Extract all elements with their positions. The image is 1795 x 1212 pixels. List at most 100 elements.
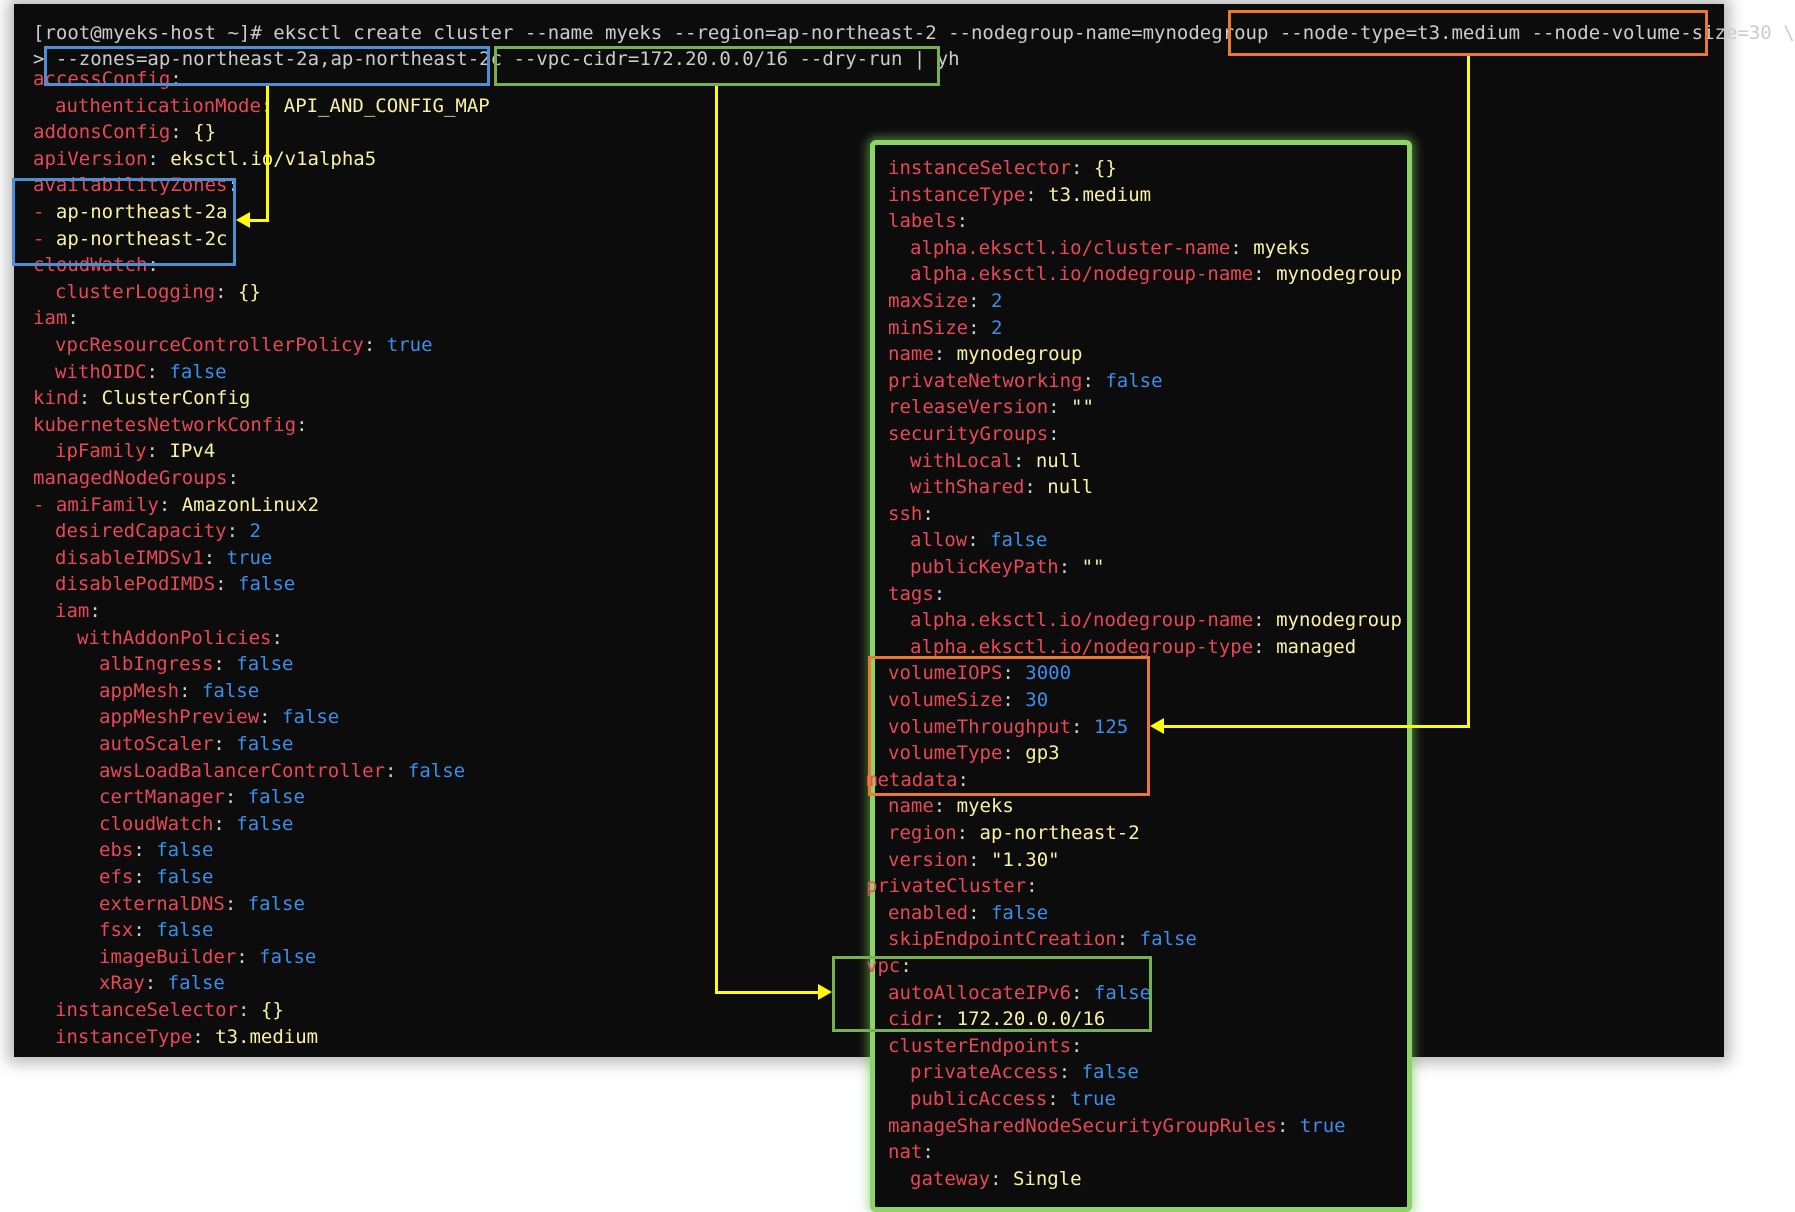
yaml-colon: : bbox=[1071, 1034, 1083, 1057]
yaml-key: instanceSelector bbox=[888, 157, 1072, 179]
yaml-key: kind bbox=[33, 387, 79, 410]
yaml-colon: : bbox=[957, 768, 969, 791]
yaml-colon: : bbox=[89, 600, 101, 622]
yaml-key: managedNodeGroups bbox=[33, 467, 228, 489]
yaml-key: withLocal bbox=[910, 449, 1013, 472]
zones-option-highlight bbox=[44, 46, 490, 86]
yaml-value: "1.30" bbox=[990, 848, 1060, 871]
yaml-line: gateway: Single bbox=[910, 1166, 1082, 1192]
yaml-line: instanceSelector: {} bbox=[55, 997, 284, 1023]
yaml-colon: : bbox=[967, 529, 991, 552]
yaml-key: region bbox=[888, 822, 957, 844]
yaml-key: cloudWatch bbox=[99, 812, 214, 835]
yaml-value: mynodegroup bbox=[1276, 609, 1402, 632]
yaml-colon: : bbox=[1253, 609, 1277, 632]
yaml-output-panel bbox=[870, 140, 1412, 1212]
yaml-value: 2 bbox=[990, 290, 1003, 312]
yaml-value: false bbox=[1105, 369, 1163, 392]
yaml-key: nat bbox=[888, 1141, 923, 1164]
yaml-line: privateAccess: false bbox=[910, 1059, 1139, 1085]
yaml-colon: : bbox=[933, 582, 946, 605]
volume-settings-highlight bbox=[868, 656, 1150, 796]
yaml-key: clusterEndpoints bbox=[888, 1034, 1072, 1057]
yaml-key: vpc bbox=[866, 955, 901, 977]
yaml-colon: : bbox=[1002, 742, 1026, 765]
yaml-colon: : bbox=[146, 440, 170, 463]
yaml-colon: : bbox=[968, 848, 991, 871]
yaml-colon: : bbox=[1071, 981, 1094, 1004]
yaml-colon: : bbox=[900, 955, 912, 977]
yaml-key: volumeType bbox=[888, 742, 1003, 765]
yaml-line: withShared: null bbox=[910, 474, 1093, 500]
yaml-value: mynodegroup bbox=[956, 343, 1083, 366]
yaml-line: awsLoadBalancerController: false bbox=[99, 758, 465, 784]
yaml-key: appMeshPreview bbox=[99, 706, 260, 729]
yaml-value: false bbox=[259, 945, 317, 968]
yaml-line: efs: false bbox=[99, 864, 213, 890]
terminal-window[interactable] bbox=[14, 4, 1724, 1057]
yaml-line: minSize: 2 bbox=[888, 315, 1002, 341]
yaml-line: apiVersion: eksctl.io/v1alpha5 bbox=[33, 146, 376, 172]
yaml-line: volumeSize: 30 bbox=[888, 687, 1048, 713]
yaml-key: publicAccess bbox=[910, 1088, 1048, 1110]
yaml-key: instanceType bbox=[888, 183, 1026, 206]
yaml-key: enabled bbox=[888, 901, 969, 924]
yaml-value: ap-northeast-2 bbox=[979, 822, 1140, 844]
yaml-key: skipEndpointCreation bbox=[888, 928, 1117, 951]
yaml-colon: : bbox=[213, 733, 237, 755]
node-arrow-line bbox=[1164, 725, 1470, 728]
yaml-line: appMesh: false bbox=[99, 678, 259, 704]
yaml-key: fsx bbox=[99, 919, 134, 942]
yaml-colon: : bbox=[133, 866, 157, 888]
yaml-value: false bbox=[169, 360, 227, 383]
yaml-key: gateway bbox=[910, 1167, 991, 1190]
yaml-line: iam: bbox=[33, 305, 79, 331]
yaml-value: false bbox=[236, 812, 294, 835]
yaml-colon: : bbox=[215, 280, 239, 303]
yaml-colon: : bbox=[1026, 875, 1038, 898]
yaml-value: false bbox=[201, 679, 260, 702]
yaml-key: apiVersion bbox=[33, 147, 148, 170]
yaml-value: "" bbox=[1071, 396, 1094, 419]
yaml-key: imageBuilder bbox=[99, 945, 237, 968]
yaml-line: ipFamily: IPv4 bbox=[55, 438, 215, 464]
yaml-key: tags bbox=[888, 582, 934, 605]
command-line-1: [root@myeks-host ~]# eksctl create clust… bbox=[33, 20, 1795, 46]
yaml-colon: : bbox=[170, 68, 182, 90]
yaml-key: efs bbox=[99, 866, 134, 888]
yaml-line: desiredCapacity: 2 bbox=[55, 518, 261, 544]
yaml-line: region: ap-northeast-2 bbox=[888, 820, 1140, 846]
yaml-value: API_AND_CONFIG_MAP bbox=[283, 94, 490, 117]
yaml-key: withAddonPolicies bbox=[77, 626, 272, 649]
vpc-cidr-highlight bbox=[832, 956, 1152, 1032]
yaml-value: AmazonLinux2 bbox=[181, 493, 320, 516]
yaml-colon: : bbox=[260, 94, 284, 117]
yaml-line: alpha.eksctl.io/nodegroup-name: mynodegr… bbox=[910, 607, 1402, 633]
yaml-key: labels bbox=[888, 210, 957, 233]
yaml-key: volumeIOPS bbox=[888, 662, 1003, 685]
yaml-colon: : bbox=[1253, 635, 1277, 658]
yaml-key: autoAllocateIPv6 bbox=[888, 981, 1072, 1004]
yaml-key: privateCluster bbox=[866, 875, 1027, 898]
yaml-colon: : bbox=[956, 822, 980, 844]
yaml-value: false bbox=[407, 759, 466, 782]
yaml-colon: : bbox=[192, 1025, 216, 1048]
yaml-line: - ap-northeast-2c bbox=[33, 226, 227, 252]
yaml-line: alpha.eksctl.io/cluster-name: myeks bbox=[910, 235, 1310, 261]
yaml-line: securityGroups: bbox=[888, 421, 1060, 447]
yaml-line: privateCluster: bbox=[866, 873, 1038, 899]
yaml-colon: : bbox=[968, 901, 991, 924]
yaml-key: disablePodIMDS bbox=[55, 573, 216, 596]
yaml-value: {} bbox=[260, 999, 284, 1021]
zones-arrow-line bbox=[266, 86, 269, 222]
yaml-colon: : bbox=[224, 892, 248, 915]
yaml-line: name: myeks bbox=[888, 793, 1014, 819]
node-arrow-head bbox=[1150, 718, 1164, 734]
yaml-line: autoAllocateIPv6: false bbox=[888, 980, 1151, 1006]
yaml-line: clusterEndpoints: bbox=[888, 1033, 1082, 1059]
node-arrow-line bbox=[1467, 56, 1470, 728]
yaml-key: releaseVersion bbox=[888, 396, 1049, 419]
yaml-colon: : bbox=[147, 147, 171, 170]
yaml-value: false bbox=[247, 786, 305, 809]
yaml-key: instanceSelector bbox=[55, 999, 239, 1021]
